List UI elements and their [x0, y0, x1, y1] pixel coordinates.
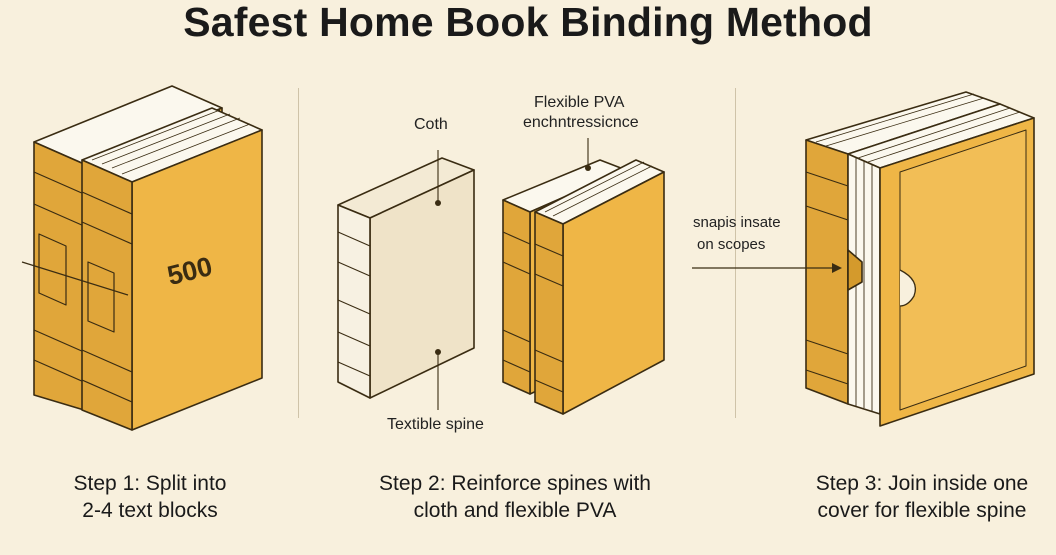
step2-pva-book — [502, 159, 665, 415]
step2-label-pva-line2: enchntressicnce — [523, 114, 639, 131]
step2-caption-line1: Step 2: Reinforce spines with — [379, 472, 651, 495]
step3-caption-line2: cover for flexible spine — [817, 499, 1027, 522]
step1-front-book — [81, 107, 263, 431]
step1-split-line — [21, 261, 129, 296]
step1-caption-line2: 2-4 text blocks — [82, 499, 218, 522]
step1-caption-line1: Step 1: Split into — [73, 472, 227, 495]
step3-label-line1: snapis insate — [693, 214, 781, 231]
step2-label-pva-line1: Flexible PVA — [534, 94, 625, 111]
step3-joined-book — [805, 91, 1035, 427]
step2-caption: Step 2: Reinforce spines with cloth and … — [320, 470, 710, 524]
step3-label-line2: on scopes — [697, 236, 766, 253]
step2-label-spine: Textible spine — [387, 416, 484, 433]
step2-label-cloth: Coth — [414, 116, 448, 133]
step2-leader-lines — [437, 138, 589, 410]
page-title: Safest Home Book Binding Method — [183, 0, 873, 45]
step2-cloth-block — [337, 157, 475, 399]
divider-right — [735, 88, 736, 418]
step1-caption: Step 1: Split into 2-4 text blocks — [20, 470, 280, 524]
divider-left — [298, 88, 299, 418]
step3-arrow-head — [832, 263, 842, 273]
step2-caption-line2: cloth and flexible PVA — [413, 499, 617, 522]
step3-caption-line1: Step 3: Join inside one — [815, 472, 1029, 495]
step3-caption: Step 3: Join inside one cover for flexib… — [790, 470, 1054, 524]
